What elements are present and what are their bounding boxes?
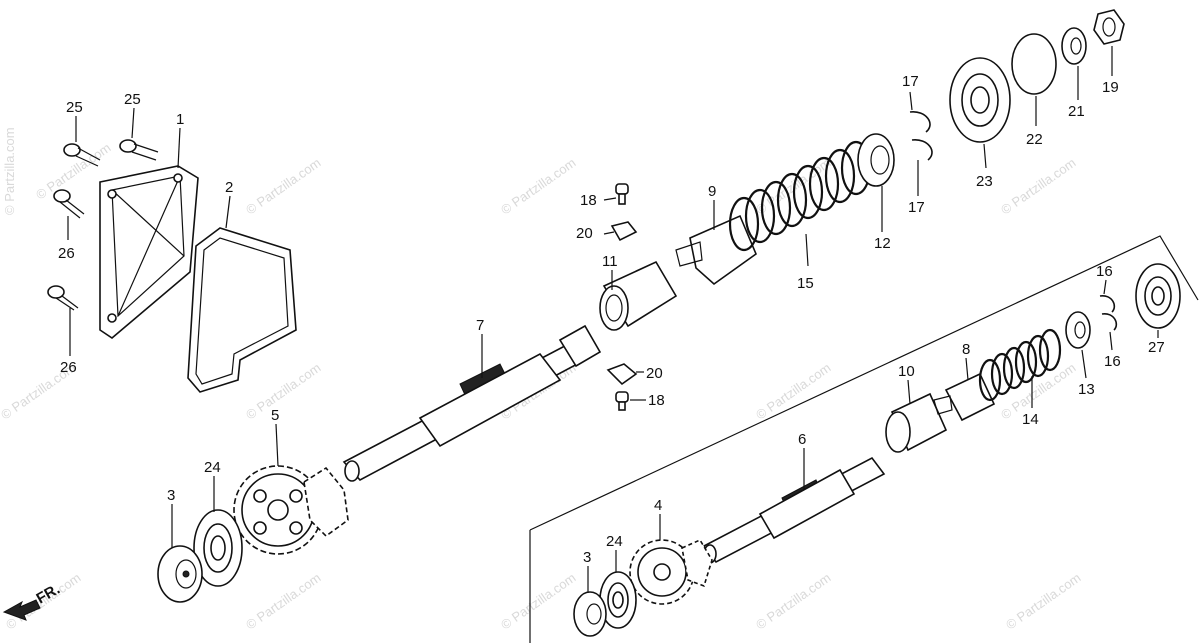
bolt-part	[119, 139, 159, 161]
cam-part	[933, 372, 996, 422]
clip-part	[610, 221, 638, 242]
cam-part	[675, 214, 757, 286]
bolt-part	[47, 285, 79, 311]
mainshaft-part	[342, 324, 602, 482]
bearing-part	[599, 571, 637, 629]
bearing-part	[193, 509, 243, 587]
callout-label: 12	[874, 235, 891, 252]
callout-label: 21	[1068, 103, 1085, 120]
gear-part	[629, 538, 713, 605]
bolt-part	[53, 189, 85, 219]
callout-label: 14	[1022, 411, 1039, 428]
callout-label: 23	[976, 173, 993, 190]
callout-label: 22	[1026, 131, 1043, 148]
leader-lines	[67, 46, 1159, 592]
bolt-part	[615, 391, 629, 411]
bearing-part	[949, 57, 1011, 143]
callout-labels: 25 25 1 2 26 26 3 24 5 7 18 20 11 9 15 2…	[58, 73, 1165, 566]
front-arrow-icon	[2, 599, 41, 621]
watermark: © Partzilla.com	[243, 570, 323, 633]
callout-label: 24	[204, 459, 221, 476]
callout-label: 25	[124, 91, 141, 108]
ring-part	[1011, 33, 1057, 95]
callout-label: 1	[176, 111, 184, 128]
watermark: © Partzilla.com	[498, 570, 578, 633]
callout-label: 18	[580, 192, 597, 209]
callout-label: 27	[1148, 339, 1165, 356]
callout-label: 20	[576, 225, 593, 242]
watermark: © Partzilla.com	[2, 127, 17, 215]
lower-assembly-frame	[529, 235, 1199, 531]
bolt-part	[615, 183, 629, 205]
callout-label: 11	[602, 253, 618, 270]
washer-part	[857, 133, 895, 187]
callout-label: 18	[648, 392, 665, 409]
callout-label: 5	[271, 407, 279, 424]
watermark: © Partzilla.com	[243, 155, 323, 218]
callout-label: 16	[1104, 353, 1121, 370]
sleeve-part	[885, 392, 948, 453]
watermark: © Partzilla.com	[753, 570, 833, 633]
callout-label: 26	[60, 359, 77, 376]
nut-part	[1093, 9, 1125, 45]
callout-label: 2	[225, 179, 233, 196]
clip-part	[606, 363, 638, 386]
gear-part	[233, 465, 349, 555]
callout-label: 24	[606, 533, 623, 550]
watermark: © Partzilla.com	[998, 155, 1078, 218]
washer-part	[1061, 27, 1087, 65]
callout-label: 9	[708, 183, 716, 200]
watermark: © Partzilla.com	[753, 360, 833, 423]
callout-label: 3	[583, 549, 591, 566]
watermark: © Partzilla.com	[243, 360, 323, 423]
callout-label: 13	[1078, 381, 1095, 398]
callout-label: 7	[476, 317, 484, 334]
countershaft-part	[702, 456, 886, 564]
callout-label: 17	[902, 73, 919, 90]
callout-label: 26	[58, 245, 75, 262]
collar-part	[573, 591, 607, 637]
callout-label: 6	[798, 431, 806, 448]
washer-part	[1065, 311, 1091, 349]
callout-label: 17	[908, 199, 925, 216]
watermark: © Partzilla.com	[498, 155, 578, 218]
watermark: © Partzilla.com	[1003, 570, 1083, 633]
gasket-part	[187, 227, 297, 393]
circlip-part	[1099, 295, 1118, 331]
sleeve-part	[599, 260, 678, 331]
callout-label: 8	[962, 341, 970, 358]
callout-label: 16	[1096, 263, 1113, 280]
bearing-part	[1135, 263, 1181, 329]
cover-plate-part	[99, 165, 199, 339]
callout-label: 20	[646, 365, 663, 382]
callout-label: 15	[797, 275, 814, 292]
circlip-part	[909, 111, 933, 161]
spring-part	[728, 140, 872, 252]
callout-label: 3	[167, 487, 175, 504]
collar-part	[157, 545, 203, 603]
callout-label: 19	[1102, 79, 1119, 96]
callout-label: 10	[898, 363, 915, 380]
bolt-part	[63, 143, 101, 167]
callout-label: 4	[654, 497, 662, 514]
spring-part	[978, 328, 1062, 402]
callout-label: 25	[66, 99, 83, 116]
